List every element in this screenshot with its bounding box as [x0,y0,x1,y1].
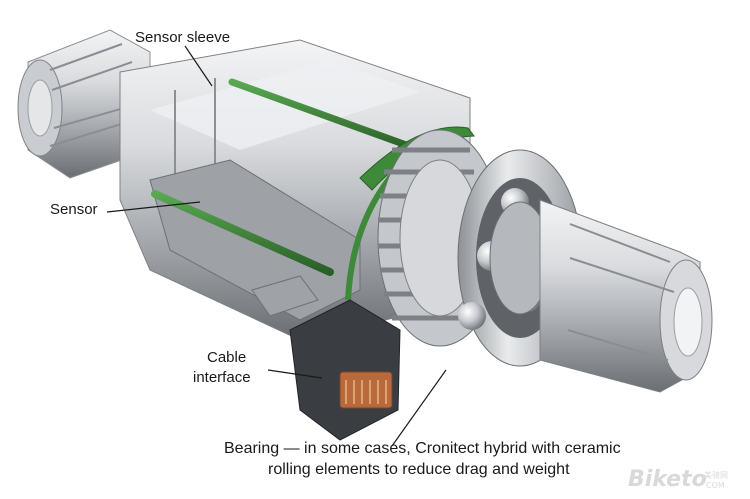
label-sensor-sleeve: Sensor sleeve [135,29,230,46]
watermark-logo: Biketo 美骑网 COM [628,467,728,492]
leader-bearing [391,369,447,447]
label-cable-line1: Cable [207,349,246,366]
sensor-strip-lower [151,190,334,276]
watermark-brand: Biketo [628,467,707,492]
label-bearing-line1: Bearing — in some cases, Cronitect hybri… [224,440,621,457]
watermark-cn: 美骑网 [704,470,728,480]
watermark-com: COM [706,481,725,490]
bearing-ball [458,302,486,330]
label-cable-line2: interface [193,369,251,386]
leader-lines [106,45,447,447]
right-spline-shaft [539,199,713,393]
label-bearing-line2: rolling elements to reduce drag and weig… [268,461,570,478]
sensor-strip-upper [228,78,424,154]
label-sensor: Sensor [50,201,98,218]
leader-sensor [106,201,201,213]
leader-cable-interface [267,369,323,379]
copper-connector [339,371,393,409]
leader-sensor-sleeve [184,45,213,87]
cable-interface-housing [251,275,401,441]
